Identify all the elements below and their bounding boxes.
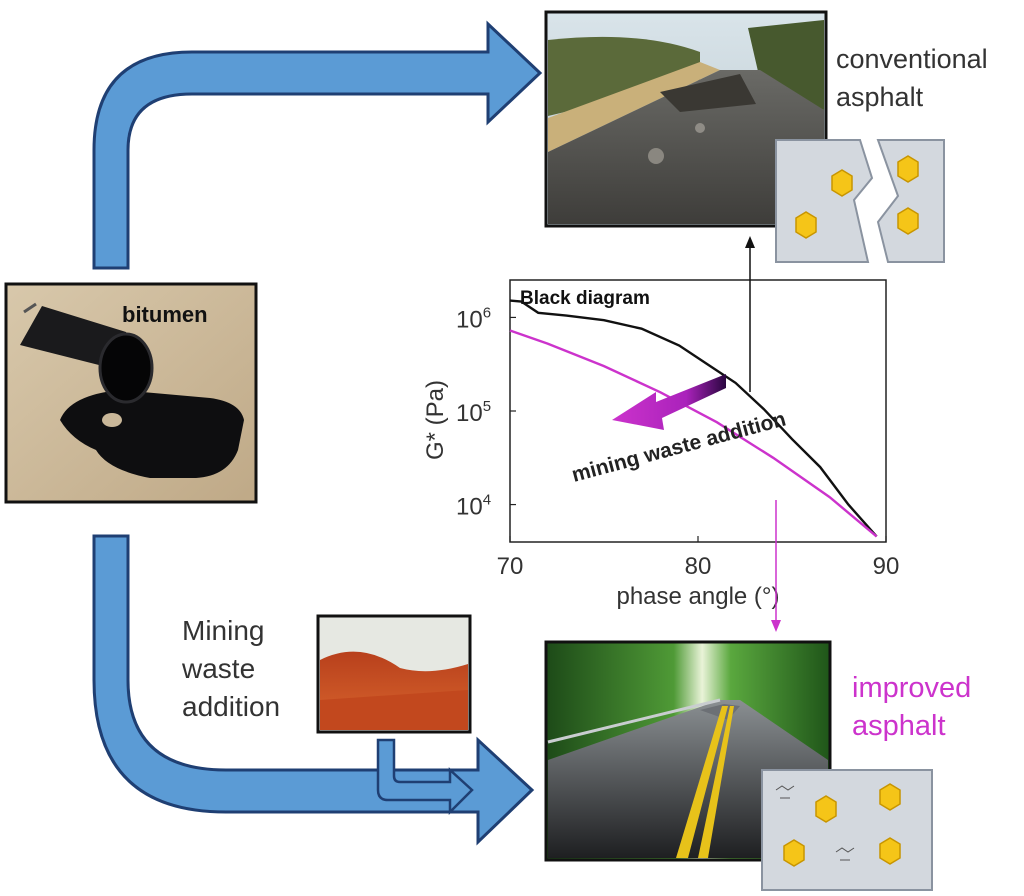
series-line-conventional — [509, 299, 878, 538]
conventional-asphalt-photo — [544, 10, 828, 228]
x-tick-label: 80 — [685, 553, 712, 580]
y-tick-label: 105 — [456, 398, 491, 427]
improved-label-2: asphalt — [852, 710, 946, 742]
mining-waste-arrow — [612, 374, 726, 430]
chart-title: Black diagram — [520, 288, 650, 309]
bitumen-photo — [4, 282, 258, 504]
improved-label-1: improved — [852, 672, 971, 704]
improved-asphalt-photo — [544, 640, 832, 862]
y-tick-label: 104 — [456, 492, 491, 521]
mining-label-3: addition — [182, 691, 280, 722]
mining-merge-arrow — [376, 738, 474, 816]
bitumen-label: bitumen — [122, 302, 208, 327]
mineral-molecule-icon — [775, 785, 855, 861]
connector-to-conventional — [745, 236, 755, 392]
flow-arrow-top — [92, 20, 543, 270]
x-tick-label: 90 — [873, 553, 900, 580]
y-tick-label: 106 — [456, 304, 491, 333]
particle — [795, 155, 919, 239]
mining-label-1: Mining — [182, 615, 264, 646]
y-axis-label: G* (Pa) — [422, 380, 449, 460]
series-line-improved — [509, 329, 878, 538]
conventional-label-1: conventional — [836, 44, 988, 74]
mining-label-2: waste — [181, 653, 255, 684]
conventional-label-2: asphalt — [836, 82, 924, 112]
flow-arrow-bottom — [92, 534, 535, 846]
particle — [783, 783, 901, 867]
x-tick-label: 70 — [497, 553, 524, 580]
improved-particle-inset — [761, 769, 933, 891]
x-axis-label: phase angle (°) — [616, 583, 779, 610]
connector-to-improved — [771, 500, 781, 632]
cracked-particle-inset — [775, 139, 945, 263]
black-diagram-chart: Black diagram G* (Pa) phase angle (°) 70… — [422, 279, 900, 610]
mining-waste-photo — [316, 614, 472, 734]
